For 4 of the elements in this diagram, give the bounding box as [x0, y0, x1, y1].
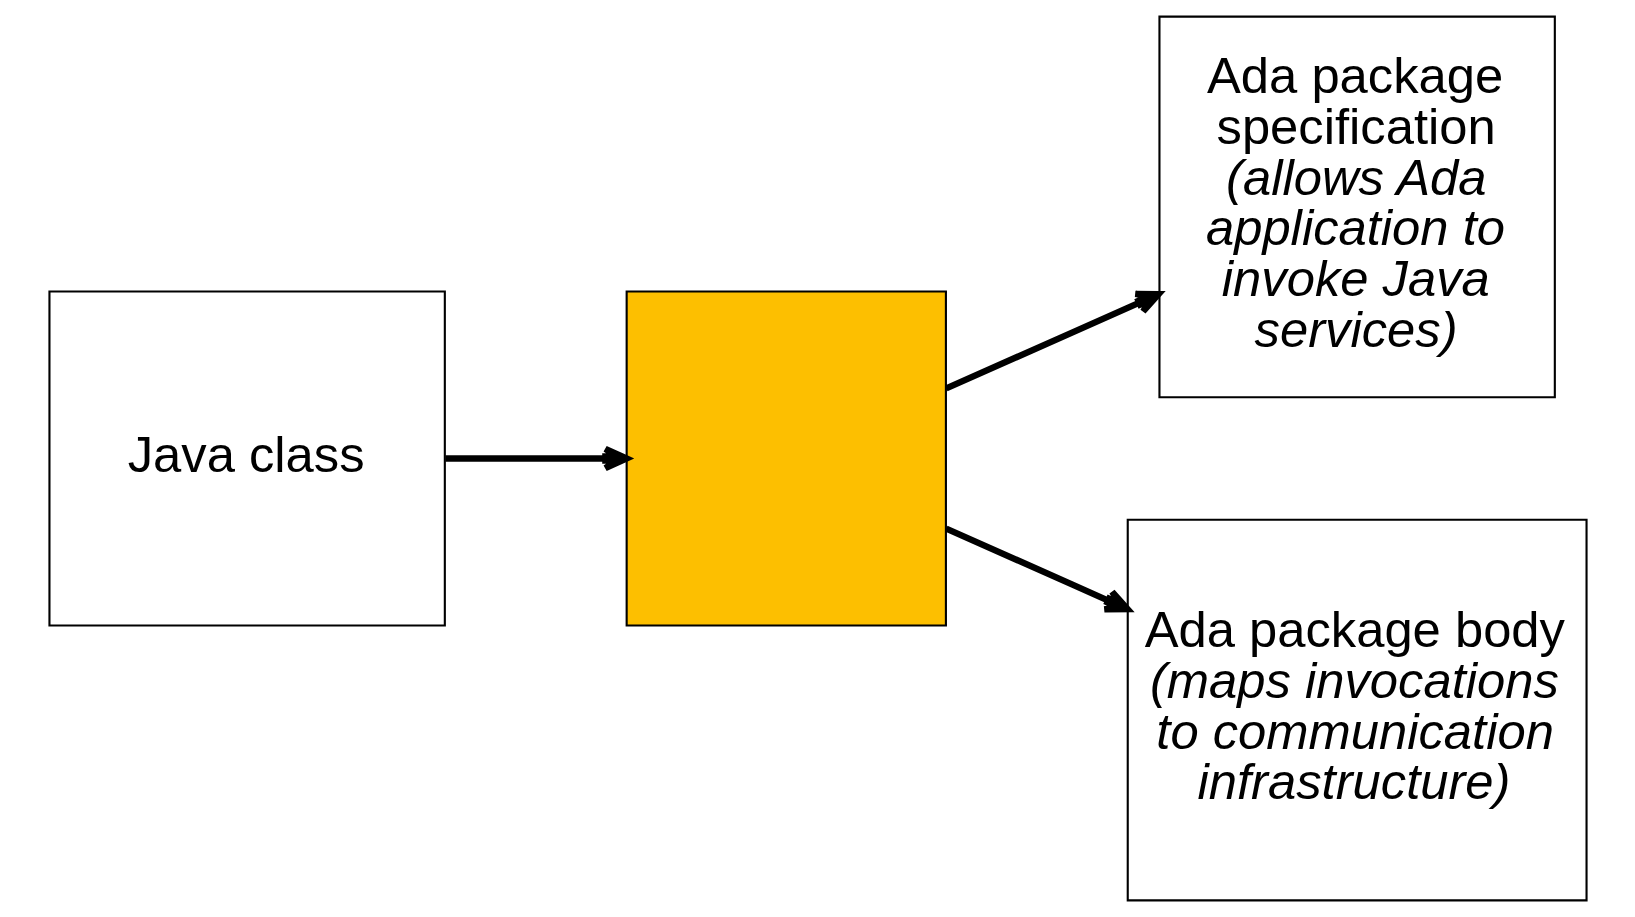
node-box: Ada package specification (allows Ada application to invoke Java services)	[1157, 15, 1556, 399]
node-box: Ada package body (maps invocations to communication infrastructure)	[1126, 518, 1588, 902]
node-box	[625, 290, 947, 627]
node-box: Java class	[47, 290, 446, 627]
